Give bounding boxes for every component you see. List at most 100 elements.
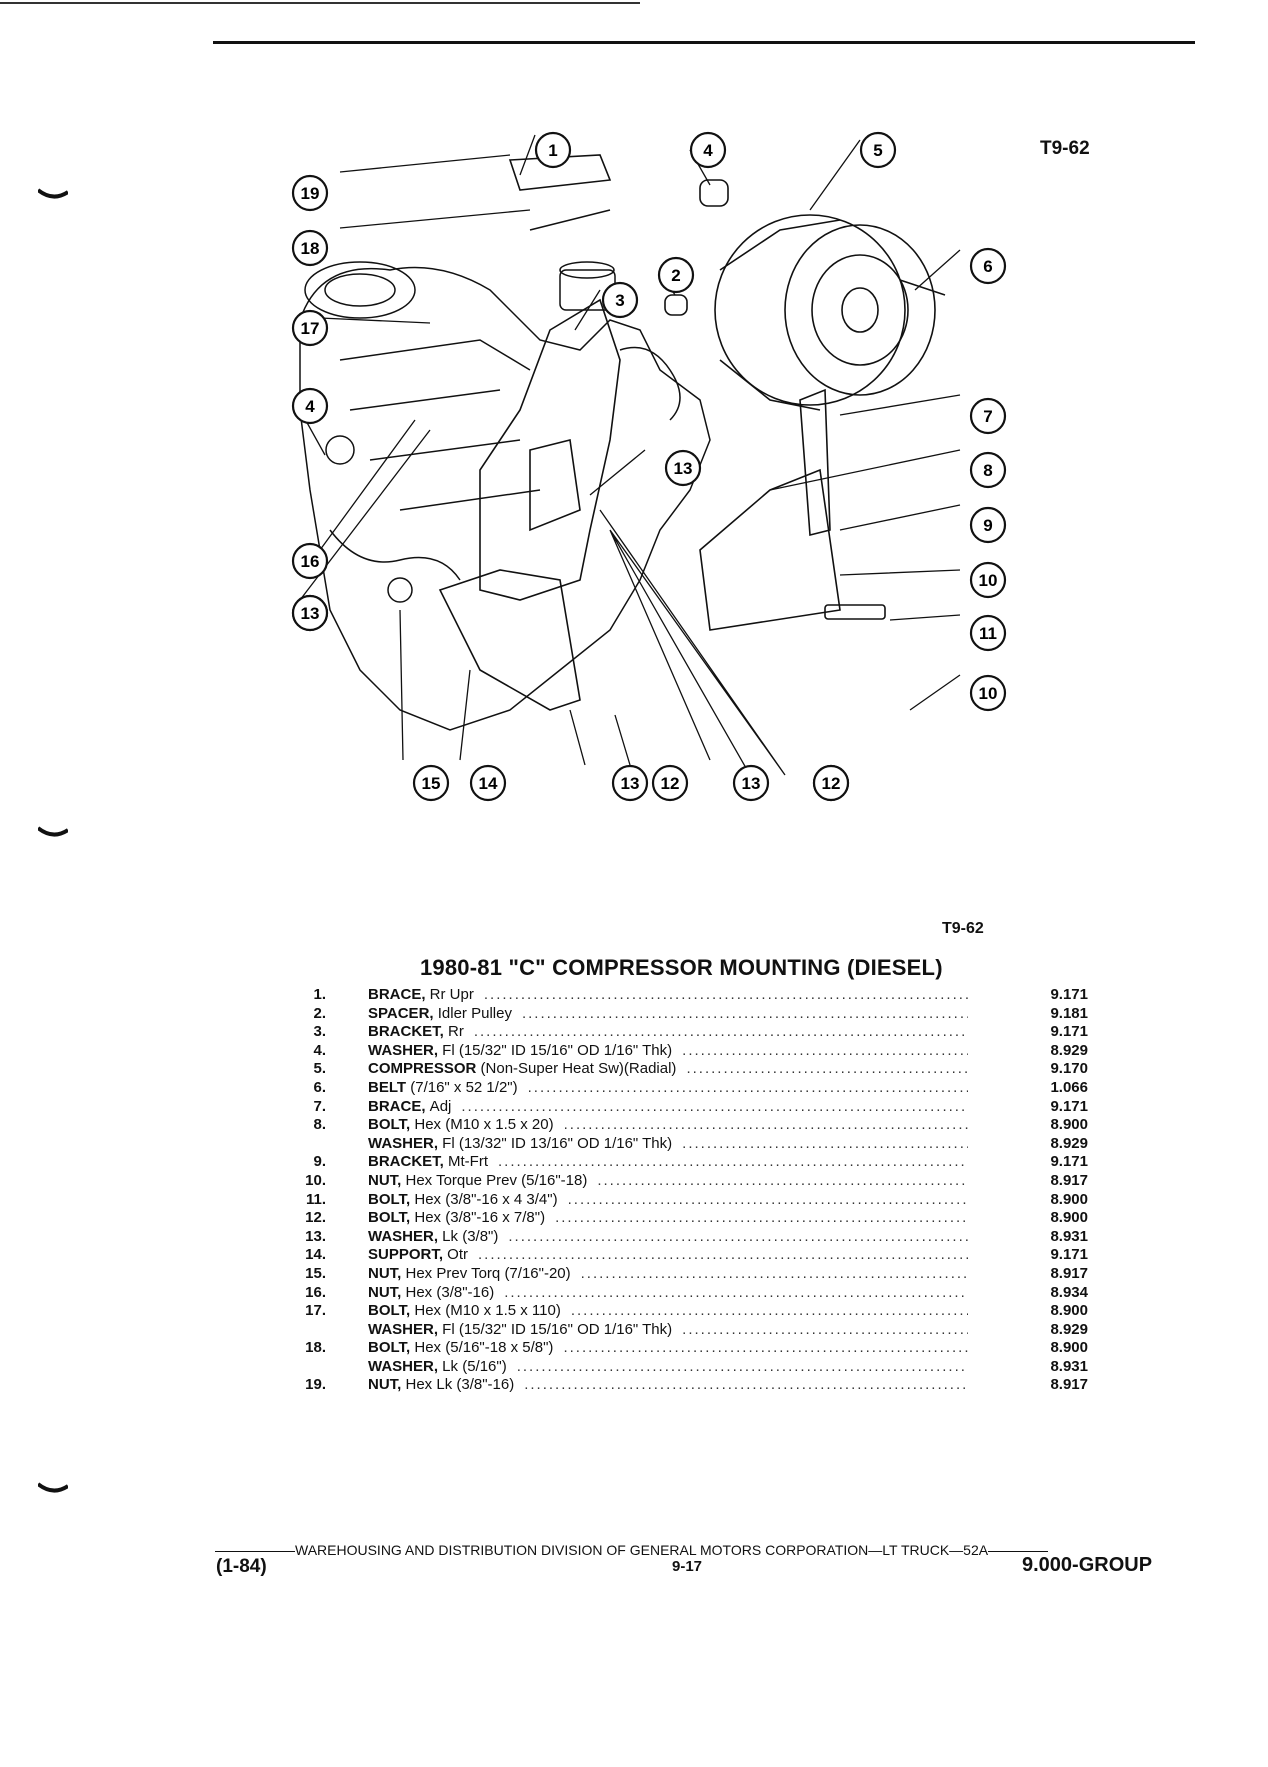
- callout-10: 10: [969, 674, 1007, 712]
- leader-dots: ........................................…: [473, 1023, 968, 1041]
- callout-17: 17: [291, 309, 329, 347]
- callout-12: 12: [812, 764, 850, 802]
- part-number: 4.: [313, 1041, 326, 1059]
- part-row: 8.BOLT, Hex (M10 x 1.5 x 20)............…: [290, 1116, 1090, 1135]
- part-number: [290, 1135, 326, 1154]
- part-group-ref: 8.934: [1050, 1283, 1088, 1301]
- figure-code-bottom: T9-62: [942, 920, 984, 937]
- part-row: 10. NUT, Hex Torque Prev (5/16"-18)......…: [290, 1172, 1090, 1191]
- part-description: NUT, Hex Torque Prev (5/16"-18).........…: [368, 1172, 968, 1191]
- part-description: BELT (7/16" x 52 1/2")..................…: [368, 1079, 968, 1098]
- part-description: NUT, Hex Lk (3/8"-16)...................…: [368, 1376, 968, 1395]
- part-number: 9.: [313, 1153, 326, 1171]
- part-row: 18.BOLT, Hex (5/16"-18 x 5/8")..........…: [290, 1339, 1090, 1358]
- callout-number: 6: [983, 257, 992, 276]
- leader-dots: ........................................…: [580, 1264, 968, 1282]
- part-description: WASHER, Fl (15/32" ID 15/16" OD 1/16" Th…: [368, 1321, 968, 1340]
- part-number: 7.: [313, 1097, 326, 1115]
- part-spec: Lk (5/16"): [438, 1357, 507, 1375]
- part-group-ref: 8.917: [1050, 1264, 1088, 1282]
- part-name: BOLT,: [368, 1209, 411, 1227]
- part-name: WASHER,: [368, 1227, 439, 1245]
- callout-number: 12: [822, 774, 841, 793]
- callout-number: 12: [661, 774, 680, 793]
- footer-division-text: WAREHOUSING AND DISTRIBUTION DIVISION OF…: [295, 1542, 989, 1558]
- part-spec: Hex (3/8"-16): [401, 1283, 495, 1301]
- figure-code-top: T9-62: [1040, 138, 1090, 159]
- binder-punch-mark: [38, 826, 68, 837]
- part-spec: Hex Lk (3/8"-16): [401, 1376, 515, 1394]
- part-number: 16.: [305, 1283, 326, 1301]
- part-row: WASHER, Fl (13/32" ID 13/16" OD 1/16" Th…: [290, 1135, 1090, 1154]
- callout-16: 16: [291, 542, 329, 580]
- part-row: 4.WASHER, Fl (15/32" ID 15/16" OD 1/16" …: [290, 1042, 1090, 1061]
- part-number: 13.: [305, 1227, 326, 1245]
- part-name: COMPRESSOR: [368, 1060, 477, 1078]
- callout-19: 19: [291, 174, 329, 212]
- part-spec: Fl (15/32" ID 15/16" OD 1/16" Thk): [438, 1320, 673, 1338]
- part-number: 19.: [305, 1376, 326, 1394]
- callout-15: 15: [412, 764, 450, 802]
- callout-number: 17: [301, 319, 320, 338]
- part-name: BRACE,: [368, 1097, 426, 1115]
- part-description: WASHER, Fl (13/32" ID 13/16" OD 1/16" Th…: [368, 1135, 968, 1154]
- part-description: BOLT, Hex (3/8"-16 x 7/8")..............…: [368, 1209, 968, 1228]
- leader-dots: ........................................…: [504, 1283, 968, 1301]
- part-number: [290, 1321, 326, 1340]
- part-group-ref: 1.066: [1050, 1078, 1088, 1096]
- callout-4: 4: [291, 387, 329, 425]
- callout-number: 1: [548, 141, 557, 160]
- part-name: SPACER,: [368, 1004, 434, 1022]
- part-spec: Rr Upr: [425, 986, 474, 1003]
- part-row: 13. WASHER, Lk (3/8")....................…: [290, 1228, 1090, 1247]
- leader-dots: ........................................…: [478, 1246, 968, 1264]
- leader-dots: ........................................…: [682, 1134, 968, 1152]
- part-row: 1.BRACE, Rr Upr.........................…: [290, 986, 1090, 1005]
- callout-number: 4: [305, 397, 315, 416]
- part-name: WASHER,: [368, 1320, 439, 1338]
- leader-dots: ........................................…: [527, 1078, 968, 1096]
- part-description: BOLT, Hex (M10 x 1.5 x 20)..............…: [368, 1116, 968, 1135]
- callout-13: 13: [664, 449, 702, 487]
- callout-number: 5: [873, 141, 882, 160]
- callout-number: 15: [422, 774, 441, 793]
- part-description: WASHER, Lk (3/8").......................…: [368, 1228, 968, 1247]
- part-description: BRACKET, Rr.............................…: [368, 1023, 968, 1042]
- part-row: 19. NUT, Hex Lk (3/8"-16)................…: [290, 1376, 1090, 1395]
- part-number: 11.: [305, 1190, 326, 1208]
- leader-dots: ........................................…: [555, 1209, 968, 1227]
- callout-11: 11: [969, 614, 1007, 652]
- part-number: 2.: [313, 1004, 326, 1022]
- part-number: 10.: [305, 1171, 326, 1189]
- part-name: WASHER,: [368, 1134, 439, 1152]
- part-row: 9.BRACKET, Mt-Frt.......................…: [290, 1153, 1090, 1172]
- callout-7: 7: [969, 397, 1007, 435]
- compressor-drawing: [664, 179, 946, 411]
- part-name: NUT,: [368, 1171, 402, 1189]
- part-group-ref: 9.171: [1050, 1097, 1088, 1115]
- part-name: SUPPORT,: [368, 1246, 444, 1264]
- part-spec: Fl (15/32" ID 15/16" OD 1/16" Thk): [438, 1041, 673, 1059]
- callout-3: 3: [601, 281, 639, 319]
- leader-lines: [299, 134, 961, 776]
- part-group-ref: 9.171: [1050, 986, 1088, 1003]
- part-name: BOLT,: [368, 1116, 411, 1134]
- part-group-ref: 9.170: [1050, 1060, 1088, 1078]
- part-group-ref: 9.171: [1050, 1153, 1088, 1171]
- part-description: SPACER, Idler Pulley....................…: [368, 1005, 968, 1024]
- part-spec: Hex Prev Torq (7/16"-20): [401, 1264, 571, 1282]
- callout-number: 3: [615, 291, 624, 310]
- leader-dots: ........................................…: [567, 1190, 968, 1208]
- callout-5: 5: [859, 131, 897, 169]
- part-name: BRACKET,: [368, 1023, 444, 1041]
- callout-4: 4: [689, 131, 727, 169]
- part-spec: Hex (M10 x 1.5 x 20): [410, 1116, 554, 1134]
- part-group-ref: 8.917: [1050, 1171, 1088, 1189]
- part-group-ref: 8.929: [1050, 1134, 1088, 1152]
- footer-division-line: WAREHOUSING AND DISTRIBUTION DIVISION OF…: [215, 1542, 1170, 1558]
- callout-number: 10: [979, 571, 998, 590]
- part-description: WASHER, Lk (5/16")......................…: [368, 1358, 968, 1377]
- part-group-ref: 9.171: [1050, 1023, 1088, 1041]
- part-row: 7.BRACE, Adj............................…: [290, 1098, 1090, 1117]
- part-description: BRACE, Rr Upr...........................…: [368, 986, 968, 1005]
